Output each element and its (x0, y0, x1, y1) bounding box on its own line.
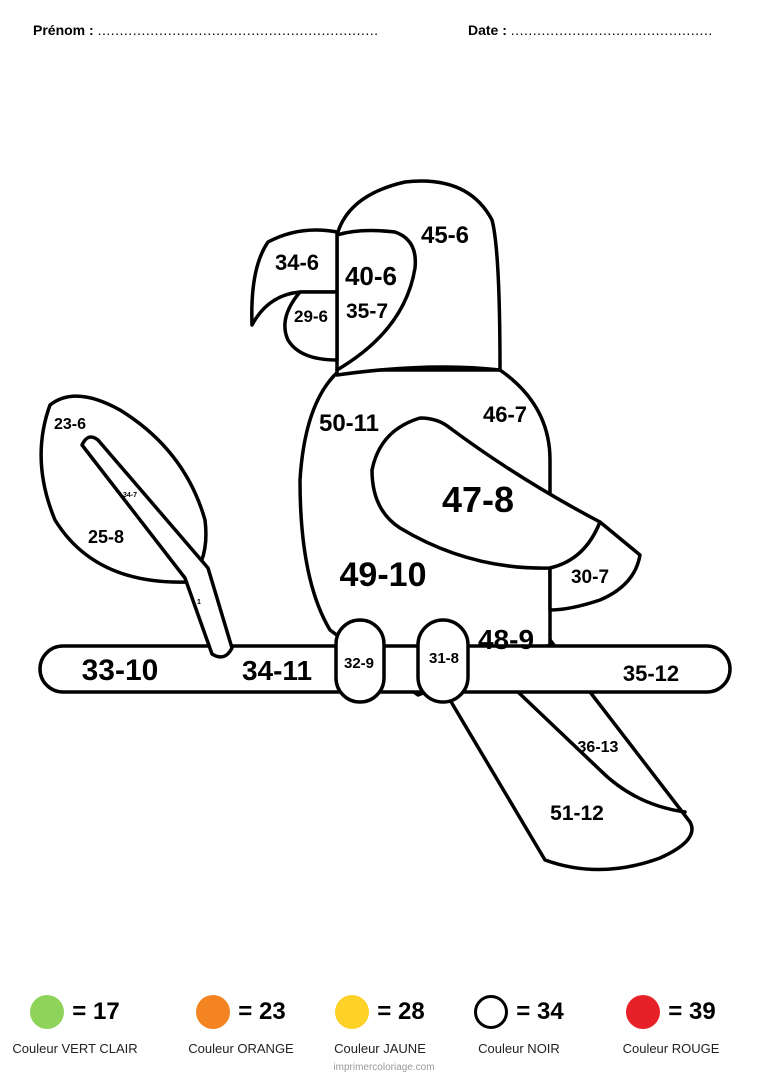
legend-color-name: Couleur JAUNE (334, 1041, 426, 1056)
legend-item: = 34 Couleur NOIR (444, 992, 594, 1056)
legend-value: = 23 (238, 998, 286, 1025)
name-field[interactable]: Prénom : ...............................… (33, 22, 379, 38)
label-back: 46-7 (483, 402, 527, 427)
tail-outer-region[interactable] (448, 638, 694, 872)
label-eye-patch: 40-6 (345, 261, 397, 291)
label-wing: 47-8 (442, 479, 514, 520)
legend-item: = 23 Couleur ORANGE (166, 992, 316, 1056)
date-field[interactable]: Date : .................................… (468, 22, 713, 38)
beak-upper-region[interactable] (250, 228, 339, 327)
foot-left-region[interactable] (334, 618, 386, 704)
legend-item: = 39 Couleur ROUGE (596, 992, 746, 1056)
label-head-top: 45-6 (421, 222, 469, 249)
legend-color-name: Couleur NOIR (478, 1041, 560, 1056)
label-cheek: 35-7 (346, 300, 388, 323)
color-swatch-icon (335, 995, 370, 1029)
legend-value: = 34 (516, 998, 564, 1025)
legend-value: = 17 (72, 998, 120, 1025)
legend-value: = 39 (668, 998, 716, 1025)
wing-tip-region[interactable] (548, 520, 642, 612)
label-stem-upper: 34-7 (123, 492, 137, 499)
color-swatch-icon (626, 995, 661, 1029)
date-dotted-line[interactable]: ........................................… (510, 22, 713, 38)
date-label: Date : (468, 22, 507, 38)
legend-color-name: Couleur ORANGE (188, 1041, 294, 1056)
label-belly: 49-10 (340, 556, 427, 594)
legend-color-name: Couleur ROUGE (622, 1041, 720, 1056)
label-foot-left: 32-9 (344, 655, 374, 672)
legend-color-name: Couleur VERT CLAIR (12, 1041, 138, 1056)
foot-right-region[interactable] (416, 618, 470, 704)
label-tail-inner: 36-13 (578, 739, 619, 756)
label-perch-left: 33-10 (82, 654, 159, 687)
site-footer: imprimercoloriage.com (333, 1062, 435, 1073)
legend-item: = 17 Couleur VERT CLAIR (0, 992, 150, 1056)
label-beak-lower: 29-6 (294, 307, 328, 326)
label-neck: 50-11 (319, 410, 379, 437)
label-perch-middle: 34-11 (242, 655, 312, 686)
color-swatch-icon (30, 995, 65, 1029)
eye-patch-region (335, 228, 418, 372)
tail-inner-region (516, 690, 687, 814)
label-perch-right: 35-12 (623, 661, 679, 686)
label-lower-belly: 48-9 (478, 624, 534, 655)
leaf-stem-region[interactable] (80, 435, 234, 659)
beak-lower-region[interactable] (283, 290, 339, 362)
label-beak-upper: 34-6 (275, 250, 319, 275)
name-dotted-line[interactable]: ........................................… (97, 22, 379, 38)
label-wing-tip: 30-7 (571, 567, 609, 588)
legend-item: = 28 Couleur JAUNE (305, 992, 455, 1056)
color-swatch-icon (474, 995, 509, 1029)
label-stem-lower: 1 (197, 599, 201, 606)
color-swatch-icon (196, 995, 231, 1029)
label-leaf-bottom: 25-8 (88, 527, 124, 547)
label-leaf-top: 23-6 (54, 416, 86, 433)
label-tail-outer: 51-12 (550, 802, 604, 825)
label-foot-right: 31-8 (429, 650, 459, 667)
legend-value: = 28 (377, 998, 425, 1025)
name-label: Prénom : (33, 22, 94, 38)
